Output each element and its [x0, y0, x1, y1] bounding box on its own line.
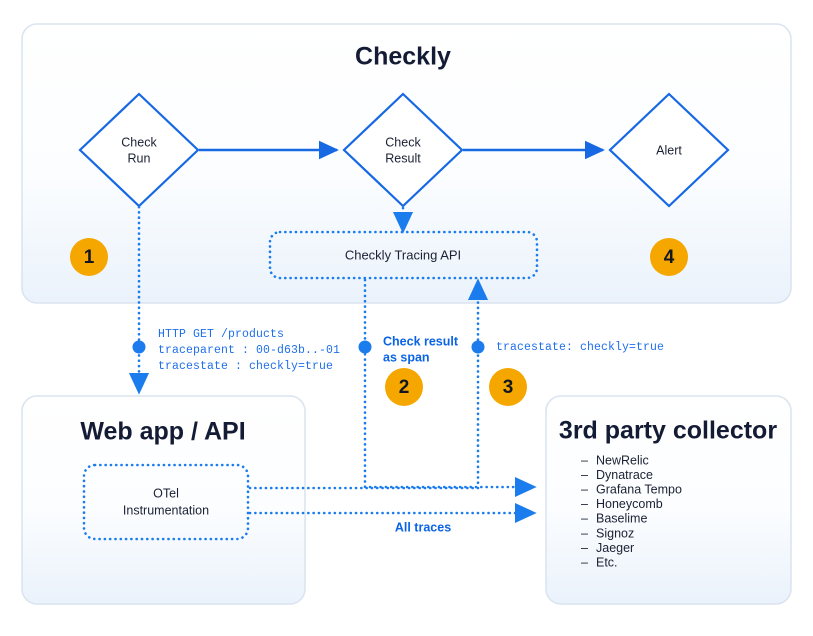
list-bullet-dash: – [581, 482, 588, 496]
list-bullet-dash: – [581, 526, 588, 540]
annotation-http-line2: traceparent : 00-d63b..-01 [158, 344, 340, 357]
collector-list-item: –Baselime [581, 512, 647, 526]
edge-dot-marker-3 [471, 340, 485, 354]
collector-card [545, 395, 792, 605]
list-item-label: Dynatrace [596, 468, 653, 482]
badge-3: 3 [489, 368, 527, 406]
collector-list-item: –Etc. [581, 555, 618, 569]
list-bullet-dash: – [581, 512, 588, 526]
checkly-tracing-api-label: Checkly Tracing API [345, 247, 461, 262]
annotation-all-traces: All traces [395, 520, 451, 534]
annotation-http-line1: HTTP GET /products [158, 328, 284, 341]
annotation-check-result-span-line2: as span [383, 350, 430, 364]
list-item-label: Etc. [596, 555, 618, 569]
node-check-result-label-line2: Result [385, 151, 421, 165]
badge-1: 1 [70, 238, 108, 276]
checkly-card-title: Checkly [355, 43, 451, 71]
edge-tracing-api-to-collector [358, 278, 537, 498]
list-item-label: NewRelic [596, 453, 649, 467]
list-item-label: Jaeger [596, 541, 634, 555]
list-bullet-dash: – [581, 453, 588, 467]
edge-check-run-to-webapp [128, 205, 150, 395]
collector-list-item: –Honeycomb [581, 497, 663, 511]
list-bullet-dash: – [581, 555, 588, 569]
collector-list-item: –Dynatrace [581, 468, 653, 482]
collector-list-item: –NewRelic [581, 453, 649, 467]
badge-2-label: 2 [399, 377, 410, 398]
otel-label-line2: Instrumentation [123, 503, 209, 517]
list-item-label: Signoz [596, 526, 634, 540]
collector-list-item: –Signoz [581, 526, 634, 540]
node-alert-label: Alert [656, 143, 682, 157]
badge-2: 2 [385, 368, 423, 406]
otel-label-line1: OTel [153, 486, 179, 500]
collector-card-title: 3rd party collector [559, 417, 777, 445]
list-bullet-dash: – [581, 468, 588, 482]
edge-dot-marker-2 [358, 340, 372, 354]
annotation-http-request: HTTP GET /products traceparent : 00-d63b… [158, 328, 340, 373]
checkly-tracing-api-box[interactable]: Checkly Tracing API [268, 230, 539, 280]
node-check-run-label-line2: Run [128, 151, 151, 165]
edge-otel-to-tracing-api [248, 278, 489, 490]
badge-3-label: 3 [503, 377, 514, 398]
collector-list-item: –Jaeger [581, 541, 634, 555]
annotation-http-line3: tracestate : checkly=true [158, 360, 333, 373]
collector-list: –NewRelic–Dynatrace–Grafana Tempo–Honeyc… [581, 453, 682, 569]
webapp-card [21, 395, 306, 605]
node-check-result-label-line1: Check [385, 135, 421, 149]
list-bullet-dash: – [581, 541, 588, 555]
badge-1-label: 1 [84, 247, 95, 268]
badge-4: 4 [650, 238, 688, 276]
node-check-run-label-line1: Check [121, 135, 157, 149]
otel-instrumentation-box[interactable]: OTel Instrumentation [82, 463, 250, 541]
badge-4-label: 4 [664, 247, 675, 268]
list-item-label: Honeycomb [596, 497, 663, 511]
annotation-check-result-as-span: Check result as span [383, 334, 459, 364]
node-check-result[interactable]: Check Result [342, 92, 464, 208]
annotation-check-result-span-line1: Check result [383, 334, 459, 348]
collector-list-item: –Grafana Tempo [581, 482, 682, 496]
annotation-tracestate: tracestate: checkly=true [496, 341, 664, 354]
list-item-label: Baselime [596, 512, 647, 526]
list-item-label: Grafana Tempo [596, 482, 682, 496]
edge-dot-marker-1 [132, 340, 146, 354]
node-alert[interactable]: Alert [608, 92, 730, 208]
webapp-card-title: Web app / API [80, 418, 245, 446]
list-bullet-dash: – [581, 497, 588, 511]
